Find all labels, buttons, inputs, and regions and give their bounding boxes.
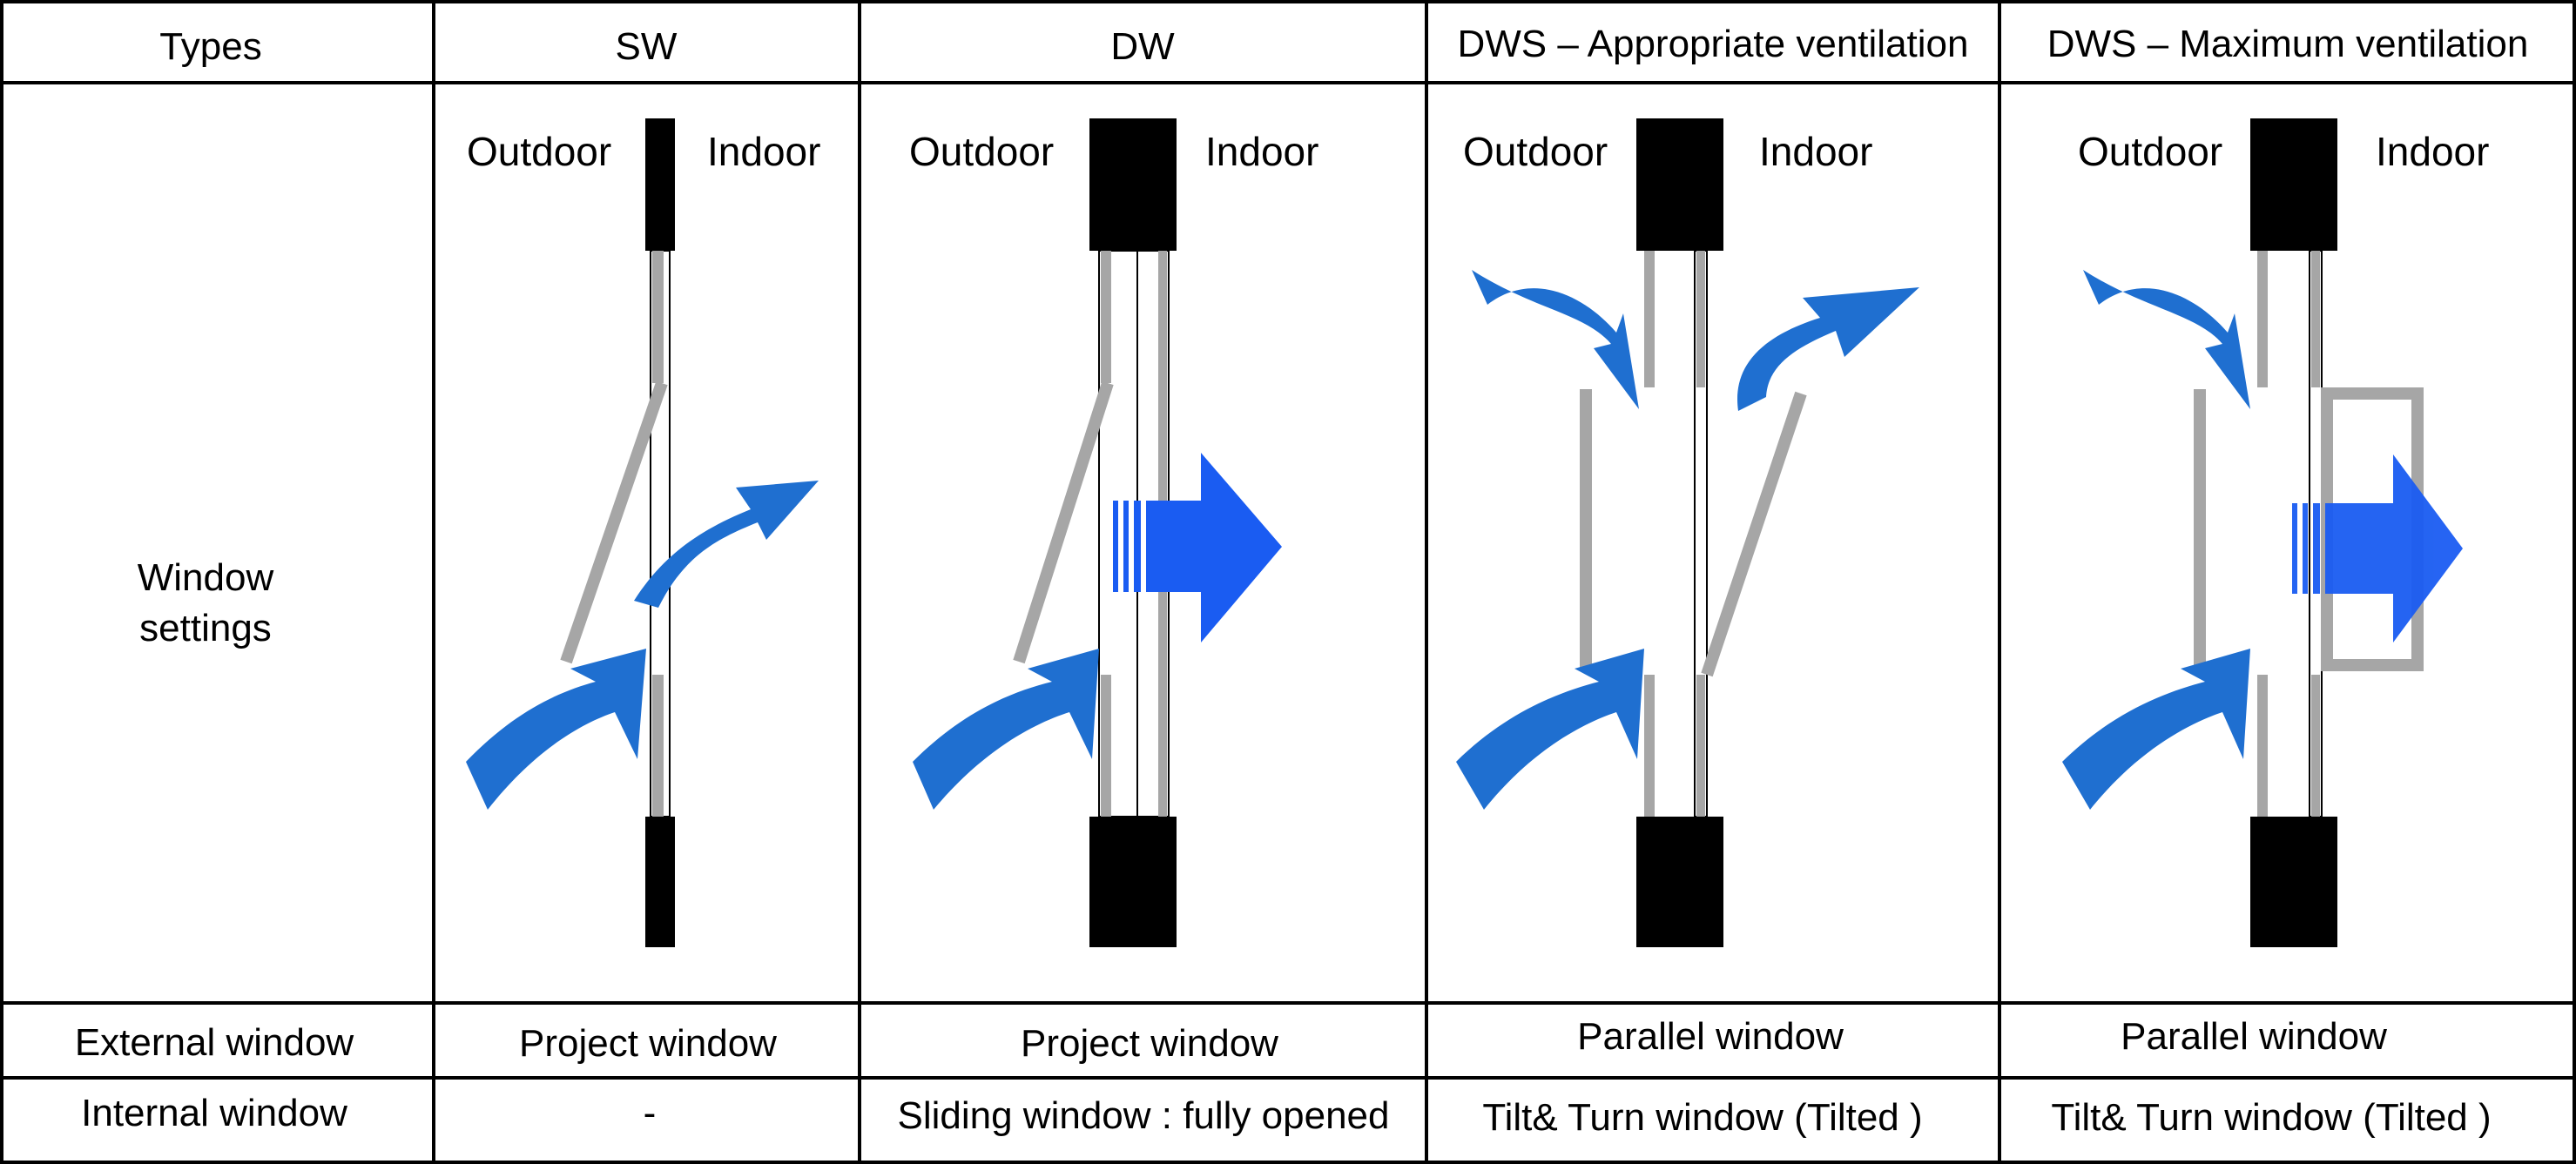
outdoor-label-dws-maximum: Outdoor (2078, 129, 2222, 174)
row-label-window-settings-2: settings (139, 607, 272, 649)
window-frame-icon (645, 118, 675, 251)
exhaust-arrow-icon (1113, 453, 1282, 643)
indoor-label-dws-maximum: Indoor (2376, 129, 2489, 174)
indoor-label-dws-appropriate: Indoor (1759, 129, 1872, 174)
airflow-arrow-icon (2062, 649, 2250, 810)
internal-dw: Sliding window : fully opened (897, 1094, 1389, 1137)
window-frame-icon (2250, 118, 2337, 251)
internal-dws-appropriate: Tilt& Turn window (Tilted ) (1482, 1096, 1922, 1139)
internal-dws-maximum: Tilt& Turn window (Tilted ) (2051, 1096, 2491, 1139)
header-types: Types (159, 25, 261, 68)
window-frame-icon (2250, 817, 2337, 947)
airflow-arrow-icon (1737, 287, 1919, 411)
external-dw: Project window (1021, 1022, 1278, 1065)
airflow-arrow-icon (1472, 270, 1639, 409)
internal-sw: - (644, 1092, 657, 1134)
dws-appropriate-window-diagram (1456, 118, 1919, 947)
window-frame-icon (1089, 817, 1177, 947)
window-frame-icon (1089, 118, 1177, 251)
external-sw: Project window (519, 1022, 777, 1065)
external-dws-appropriate: Parallel window (1577, 1015, 1844, 1058)
row-label-internal-window: Internal window (81, 1092, 347, 1134)
row-label-external-window: External window (75, 1021, 354, 1064)
airflow-arrow-icon (1456, 649, 1644, 810)
outdoor-label-dw: Outdoor (909, 129, 1054, 174)
header-sw: SW (616, 25, 678, 68)
airflow-arrow-icon (466, 649, 646, 810)
window-frame-icon (1636, 817, 1723, 947)
dw-window-diagram (913, 118, 1282, 947)
outdoor-label-dws-appropriate: Outdoor (1463, 129, 1608, 174)
airflow-arrow-icon (2083, 270, 2250, 409)
row-label-window-settings: Window (138, 556, 274, 599)
outdoor-label-sw: Outdoor (467, 129, 611, 174)
window-frame-icon (645, 817, 675, 947)
header-dws-appropriate: DWS – Appropriate ventilation (1458, 23, 1969, 65)
indoor-label-dw: Indoor (1205, 129, 1318, 174)
sw-window-diagram (466, 118, 819, 947)
airflow-arrow-icon (634, 481, 819, 608)
exhaust-arrow-icon (2292, 454, 2463, 643)
dws-maximum-window-diagram (2062, 118, 2463, 947)
external-dws-maximum: Parallel window (2121, 1015, 2387, 1058)
airflow-arrow-icon (913, 649, 1099, 810)
header-dws-maximum: DWS – Maximum ventilation (2047, 23, 2529, 65)
window-frame-icon (1636, 118, 1723, 251)
header-dw: DW (1110, 25, 1175, 68)
indoor-label-sw: Indoor (707, 129, 820, 174)
